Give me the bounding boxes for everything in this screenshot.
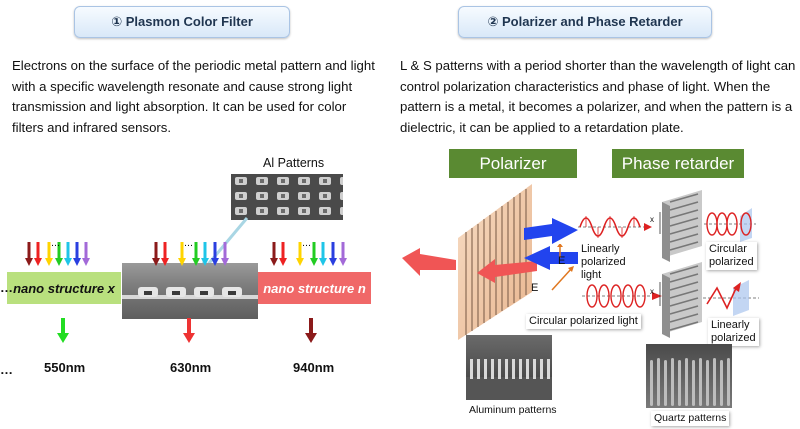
x-label-lower: x — [650, 287, 654, 296]
aluminum-patterns-sem-image — [466, 335, 552, 400]
right-title: ② Polarizer and Phase Retarder — [458, 6, 712, 38]
nano-structure-n-label: nano structure n — [263, 280, 366, 296]
transmitted-dark-red-arrow — [305, 318, 317, 343]
linear-wave-upper — [578, 216, 652, 238]
ellipsis-left: … — [0, 280, 13, 295]
e-label-lower: E — [531, 282, 539, 294]
left-paragraph: Electrons on the surface of the periodic… — [12, 58, 375, 135]
ellipsis-bottom: … — [0, 362, 13, 377]
right-paragraph: L & S patterns with a period shorter tha… — [400, 58, 796, 135]
transmitted-green-arrow — [57, 318, 69, 343]
al-patterns-label: Al Patterns — [263, 156, 325, 170]
outgoing-red-arrow — [402, 248, 456, 276]
phase-retarder-label: Phase retarder — [612, 149, 744, 178]
svg-text:…: … — [51, 240, 60, 249]
linearly-polarized-light-caption: Linearly polarized light — [581, 243, 626, 281]
circular-wave-lower — [582, 284, 662, 308]
al-patterns-sem-image — [231, 174, 343, 220]
quartz-patterns-caption: Quartz patterns — [651, 411, 730, 426]
circular-wave-upper — [704, 208, 756, 242]
x-label-upper: x — [650, 215, 654, 224]
svg-text:…: … — [302, 240, 311, 249]
nano-structure-x-box: nano structure x — [7, 272, 121, 304]
quartz-patterns-sem-image — [646, 344, 732, 408]
polarizer-label: Polarizer — [449, 149, 577, 178]
e-vectors — [551, 244, 574, 291]
incident-light-arrows-3: … — [270, 240, 347, 266]
blue-reflect-arrows — [524, 218, 578, 270]
transmitted-red-arrow — [183, 318, 195, 343]
linear-wave-lower — [703, 280, 759, 316]
aluminum-patterns-caption: Aluminum patterns — [469, 404, 557, 416]
incident-light-arrows-2: … — [152, 240, 229, 266]
cross-section-sem-image — [122, 263, 258, 319]
left-title: ① Plasmon Color Filter — [74, 6, 290, 38]
nano-structure-n-box: nano structure n — [258, 272, 371, 304]
circular-polarized-caption: Circular polarized — [706, 242, 757, 270]
e-label-upper: E — [558, 255, 566, 267]
circular-polarized-light-caption: Circular polarized light — [526, 314, 641, 329]
retarder-plate-upper — [659, 190, 702, 262]
wavelength-550: 550nm — [44, 360, 86, 375]
retarder-plate-lower — [659, 262, 702, 338]
incident-light-arrows-1: … — [25, 240, 90, 266]
incoming-red-arrow — [477, 259, 537, 283]
linearly-polarized-caption: Linearly polarized — [708, 318, 759, 346]
wavelength-940: 940nm — [293, 360, 335, 375]
wavelength-630: 630nm — [170, 360, 212, 375]
svg-text:…: … — [184, 240, 193, 249]
nano-structure-x-label: nano structure x — [13, 280, 115, 296]
